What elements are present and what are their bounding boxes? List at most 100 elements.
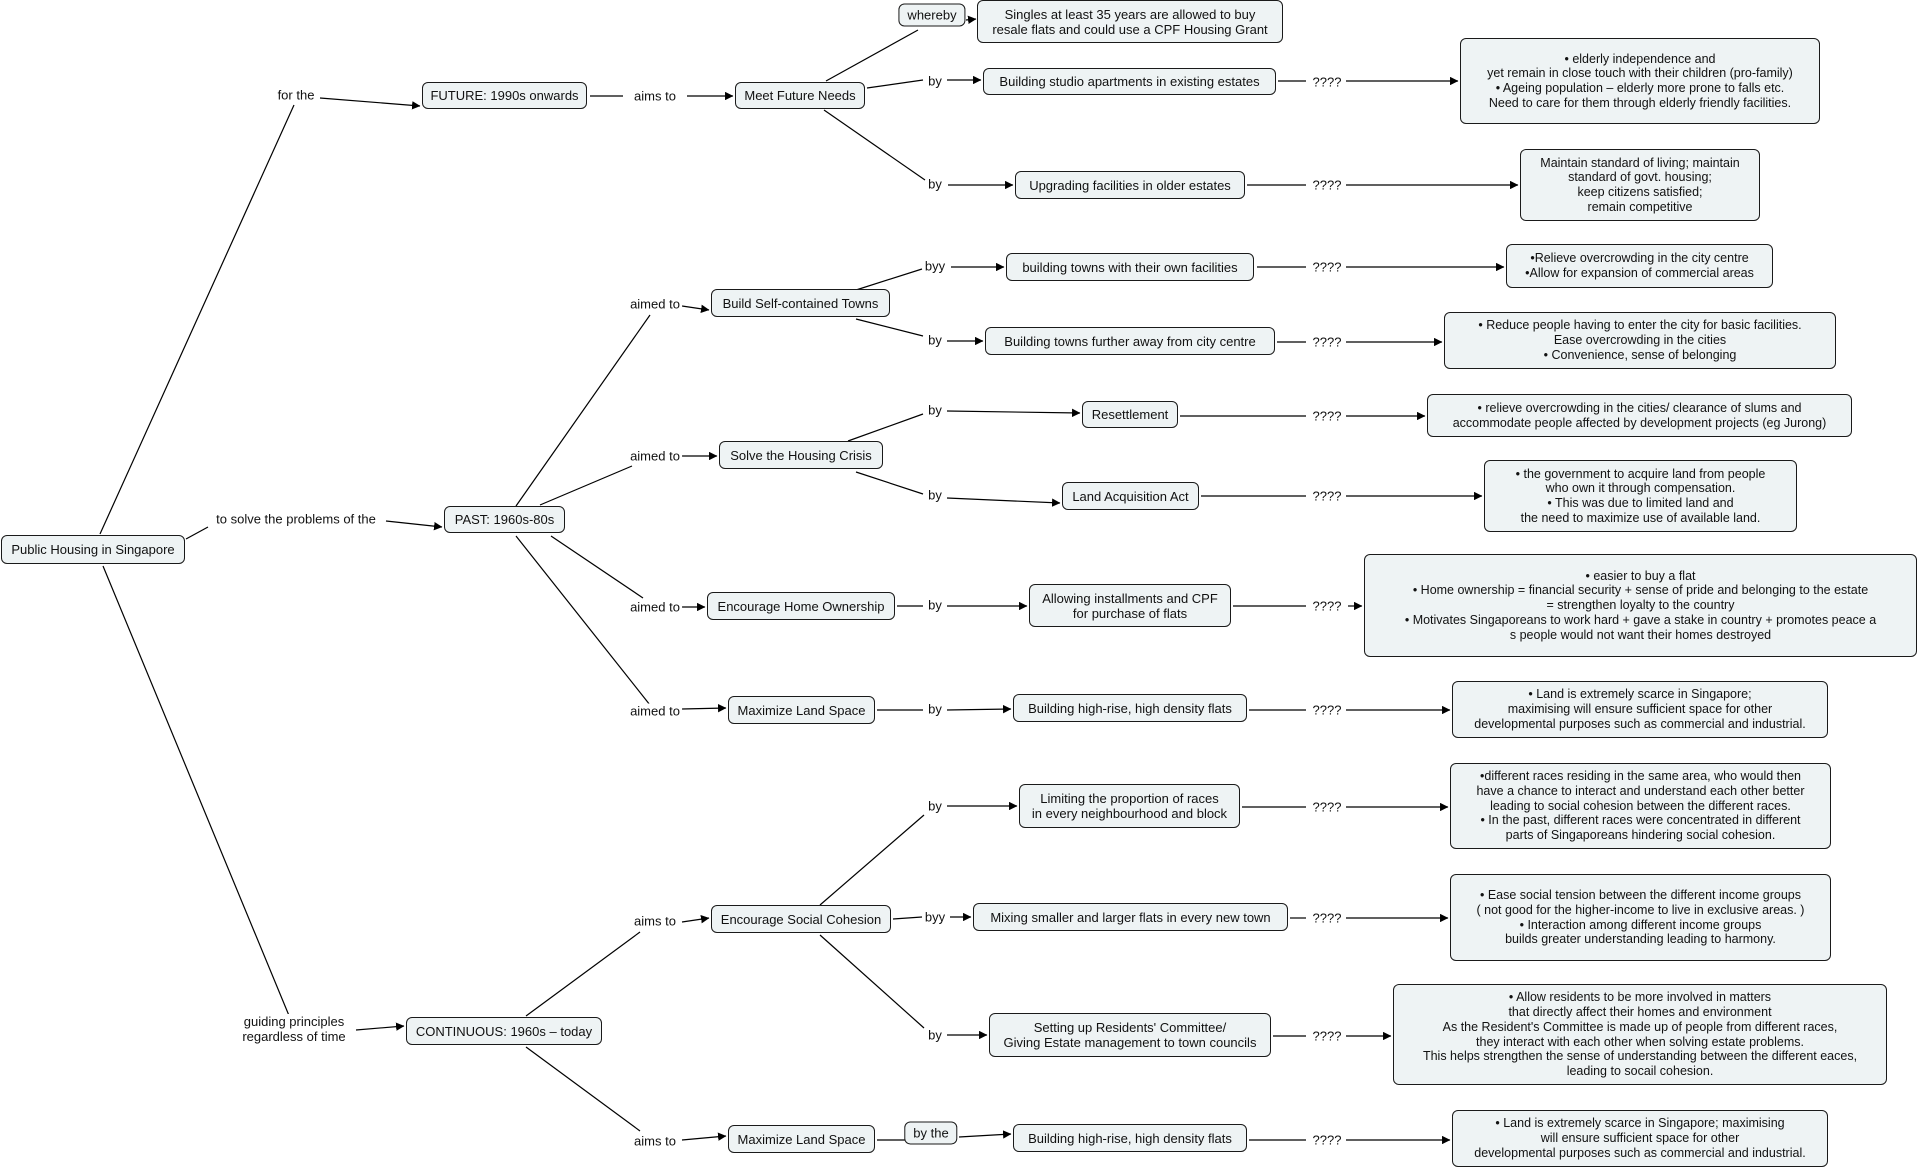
link-label-question: ???? <box>1310 408 1344 424</box>
connector-line <box>819 934 925 1029</box>
connector-line <box>99 104 295 535</box>
proportion-races-note: •different races residing in the same ar… <box>1450 763 1831 849</box>
singles-grant-node[interactable]: Singles at least 35 years are allowed to… <box>977 0 1283 43</box>
studio-apartments-node[interactable]: Building studio apartments in existing e… <box>983 68 1276 95</box>
link-label-aimed-to: aimed to <box>628 448 682 464</box>
maximize-land-past-node[interactable]: Maximize Land Space <box>728 696 875 724</box>
link-label-question: ???? <box>1310 74 1344 90</box>
link-label-by: by <box>926 1027 944 1043</box>
link-label-byy: byy <box>922 258 948 274</box>
mixing-flats-node[interactable]: Mixing smaller and larger flats in every… <box>973 903 1288 931</box>
resettlement-note: • relieve overcrowding in the cities/ cl… <box>1427 394 1852 437</box>
link-label-question: ???? <box>1310 259 1344 275</box>
connector-line <box>515 535 651 706</box>
highrise-past-note: • Land is extremely scarce in Singapore;… <box>1452 681 1828 738</box>
link-label-aimed-to: aimed to <box>628 599 682 615</box>
maximize-land-cont-node[interactable]: Maximize Land Space <box>728 1125 875 1153</box>
link-label-by-the: by the <box>904 1121 958 1145</box>
installments-cpf-node[interactable]: Allowing installments and CPF for purcha… <box>1029 584 1231 627</box>
future-node[interactable]: FUTURE: 1990s onwards <box>422 82 587 109</box>
home-ownership-node[interactable]: Encourage Home Ownership <box>707 592 895 620</box>
connector-line <box>525 1046 641 1132</box>
link-label-by: by <box>926 176 944 192</box>
connector-arrow <box>681 304 710 313</box>
link-label-by: by <box>926 73 944 89</box>
upgrading-facilities-node[interactable]: Upgrading facilities in older estates <box>1015 171 1245 199</box>
link-label-question: ???? <box>1310 1028 1344 1044</box>
upgrading-facilities-note: Maintain standard of living; maintain st… <box>1520 149 1760 221</box>
continuous-node[interactable]: CONTINUOUS: 1960s – today <box>406 1017 602 1045</box>
connector-line <box>550 535 644 599</box>
link-label-whereby: whereby <box>898 3 966 27</box>
link-label-by: by <box>926 701 944 717</box>
connector-arrow <box>681 1132 727 1141</box>
resettlement-node[interactable]: Resettlement <box>1082 401 1178 428</box>
link-label-aims-to: aims to <box>632 88 678 104</box>
highrise-past-node[interactable]: Building high-rise, high density flats <box>1013 694 1247 722</box>
further-away-note: • Reduce people having to enter the city… <box>1444 312 1836 369</box>
social-cohesion-node[interactable]: Encourage Social Cohesion <box>711 905 891 933</box>
connector-line <box>855 268 923 291</box>
connector-line <box>855 471 924 495</box>
connector-line <box>525 931 641 1017</box>
own-facilities-note: •Relieve overcrowding in the city centre… <box>1506 244 1773 288</box>
residents-committee-node[interactable]: Setting up Residents' Committee/ Giving … <box>989 1013 1271 1057</box>
connector-line <box>866 79 924 89</box>
highrise-cont-note: • Land is extremely scarce in Singapore;… <box>1452 1110 1828 1167</box>
connector-arrow <box>681 703 727 713</box>
highrise-cont-node[interactable]: Building high-rise, high density flats <box>1013 1124 1247 1152</box>
link-label-question: ???? <box>1310 910 1344 926</box>
connector-line <box>515 314 651 507</box>
link-label-guiding-principles: guiding principles regardless of time <box>240 1014 348 1044</box>
connector-arrow <box>355 1022 405 1031</box>
link-label-question: ???? <box>1310 177 1344 193</box>
connector-line <box>892 916 923 920</box>
link-label-by: by <box>926 487 944 503</box>
link-label-question: ???? <box>1310 1132 1344 1148</box>
residents-committee-note: • Allow residents to be more involved in… <box>1393 984 1887 1085</box>
connector-arrow <box>965 15 977 24</box>
link-label-by: by <box>926 597 944 613</box>
past-node[interactable]: PAST: 1960s-80s <box>444 506 565 533</box>
self-contained-towns-node[interactable]: Build Self-contained Towns <box>711 289 890 317</box>
link-label-by: by <box>926 332 944 348</box>
connector-arrow <box>958 1130 1012 1139</box>
link-label-byy: byy <box>922 909 948 925</box>
link-label-aimed-to: aimed to <box>628 703 682 719</box>
connector-arrow <box>946 704 1012 714</box>
connector-line <box>823 109 926 181</box>
link-label-question: ???? <box>1310 334 1344 350</box>
link-label-aims-to: aims to <box>632 913 678 929</box>
link-label-by: by <box>926 402 944 418</box>
proportion-races-node[interactable]: Limiting the proportion of races in ever… <box>1019 784 1240 828</box>
connector-arrow <box>681 915 710 924</box>
link-label-aims-to: aims to <box>632 1133 678 1149</box>
link-label-question: ???? <box>1310 702 1344 718</box>
connector-line <box>825 29 919 82</box>
link-label-for-the: for the <box>275 87 317 103</box>
meet-future-needs-node[interactable]: Meet Future Needs <box>735 82 865 109</box>
connector-arrow <box>946 408 1081 418</box>
root-node-public-housing[interactable]: Public Housing in Singapore <box>1 535 185 564</box>
mixing-flats-note: • Ease social tension between the differ… <box>1450 874 1831 961</box>
further-away-node[interactable]: Building towns further away from city ce… <box>985 327 1275 355</box>
link-label-question: ???? <box>1310 799 1344 815</box>
own-facilities-node[interactable]: building towns with their own facilities <box>1006 253 1254 281</box>
land-acquisition-node[interactable]: Land Acquisition Act <box>1062 482 1199 510</box>
connector-line <box>102 565 291 1019</box>
connector-line <box>819 814 925 906</box>
connector-line <box>855 318 924 337</box>
connector-line <box>539 465 633 506</box>
connector-arrow <box>319 97 421 110</box>
link-label-solve-problems: to solve the problems of the <box>214 511 378 527</box>
housing-crisis-node[interactable]: Solve the Housing Crisis <box>719 441 883 469</box>
installments-cpf-note: • easier to buy a flat • Home ownership … <box>1364 554 1917 657</box>
connector-arrow <box>946 497 1061 507</box>
land-acquisition-note: • the government to acquire land from pe… <box>1484 460 1797 532</box>
connector-line <box>847 413 924 442</box>
link-label-question: ???? <box>1310 598 1344 614</box>
link-label-question: ???? <box>1310 488 1344 504</box>
link-label-aimed-to: aimed to <box>628 296 682 312</box>
